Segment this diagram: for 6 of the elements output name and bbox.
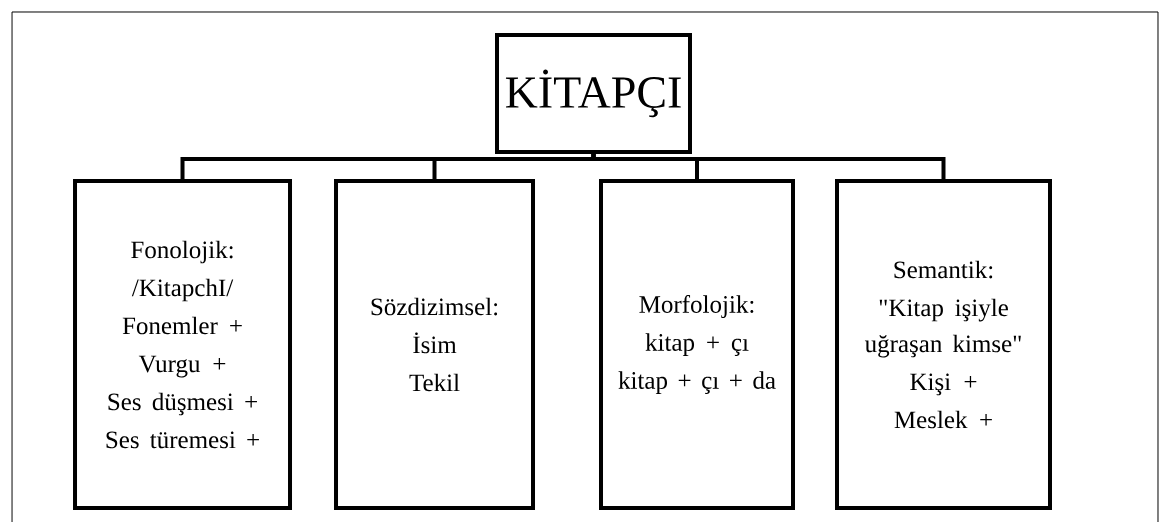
connector (591, 154, 946, 179)
category-box: Sözdizimsel: İsim Tekil (334, 179, 535, 510)
title-box: KİTAPÇI (495, 33, 692, 154)
category-box: Semantik: "Kitap işiyle uğraşan kimse" Kişi + Meslek + (835, 179, 1052, 510)
category-box: Fonolojik: /KitapchI/ Fonemler + Vurgu + Ses düşmesi + Ses türemesi + (73, 179, 292, 510)
category-box: Morfolojik: kitap + çı kitap + çı + da (599, 179, 795, 510)
